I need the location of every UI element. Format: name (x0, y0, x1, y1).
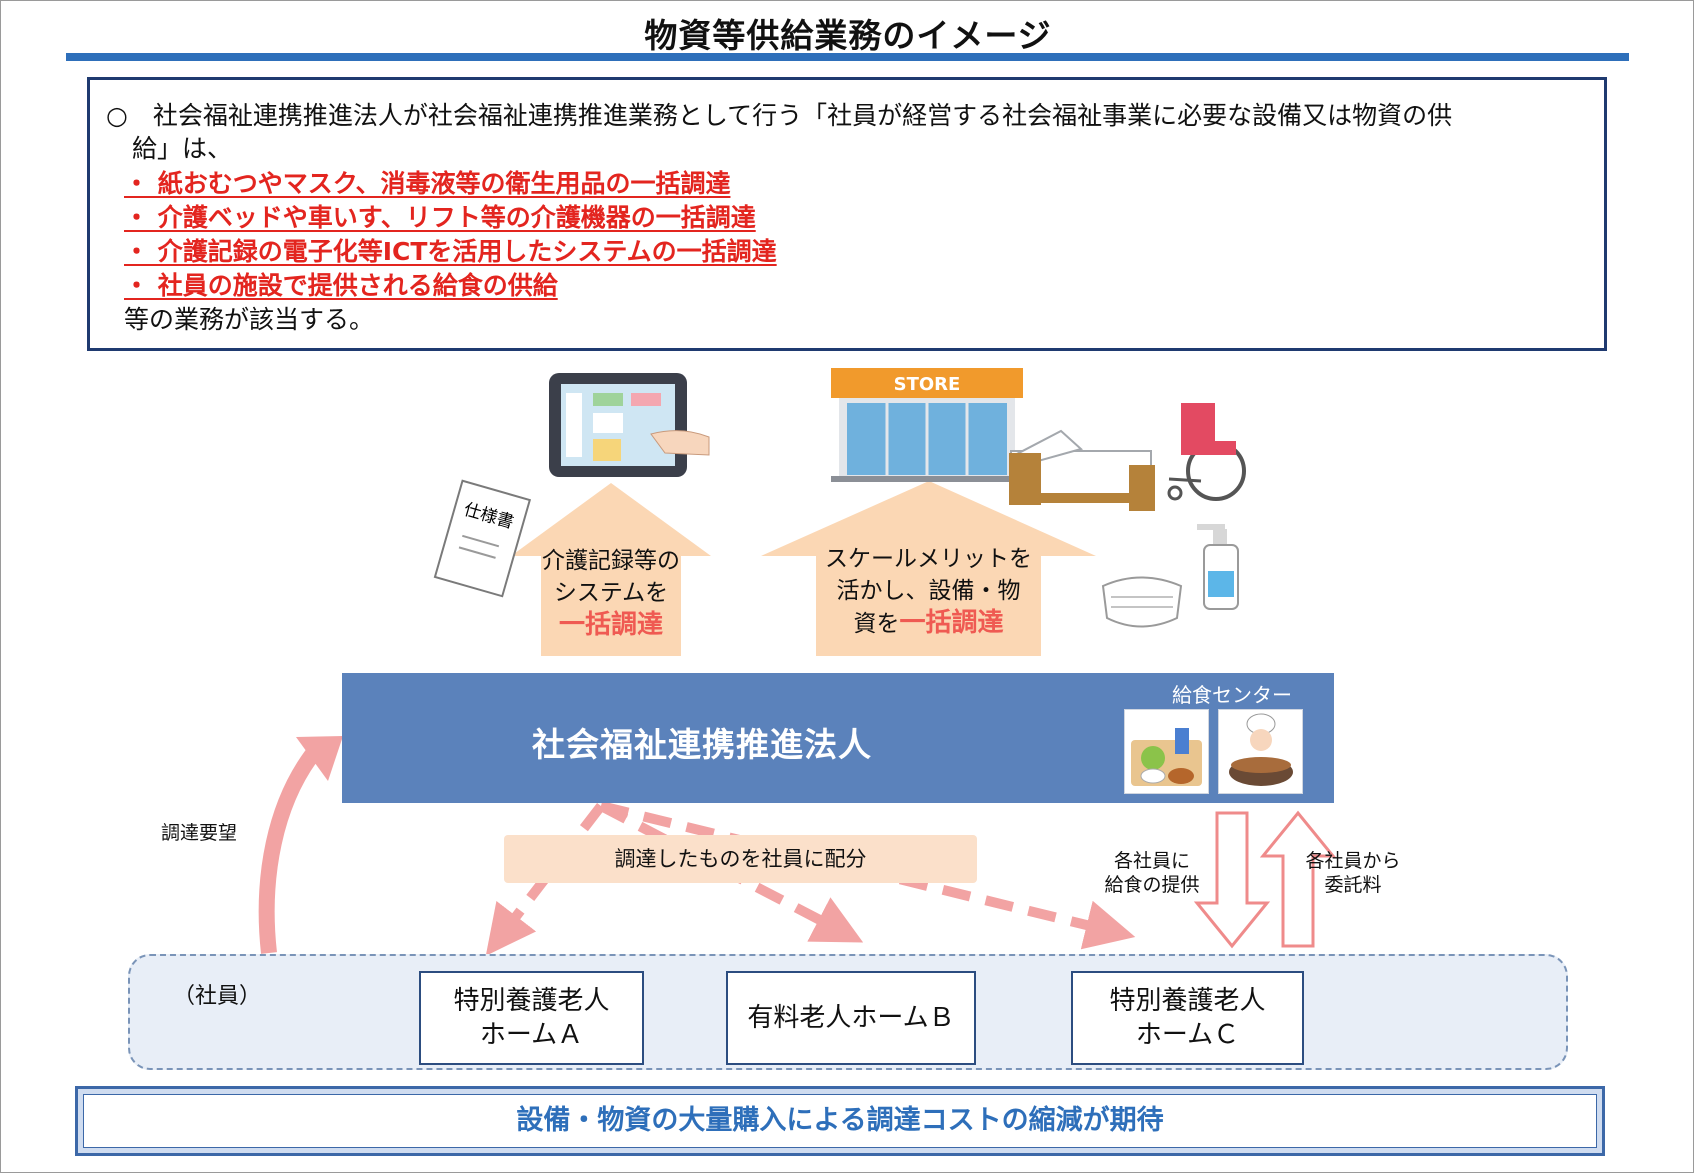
system-label-line1: 介護記録等の (542, 548, 680, 574)
store-sign: STORE (894, 374, 961, 395)
meal-provision-label: 各社員に 給食の提供 (1096, 849, 1208, 897)
home-c-line2: ホームＣ (1135, 1020, 1240, 1050)
goods-label-line3: 資を一括調達 (816, 607, 1041, 640)
home-c-line1: 特別養護老人 (1109, 986, 1266, 1016)
up-arrow-system (511, 483, 711, 656)
fee-arrow (1259, 810, 1337, 948)
fee-label: 各社員から 委託料 (1301, 849, 1405, 897)
tablet-icon (549, 373, 710, 477)
meal-center-label: 給食センター (1172, 683, 1292, 707)
home-b-line1: 有料老人ホームＢ (747, 1003, 955, 1033)
request-arrow (258, 740, 326, 954)
summary-closing: 等の業務が該当する。 (124, 305, 375, 334)
summary-item-hygiene: ・ 紙おむつやマスク、消毒液等の衛生用品の一括調達 (124, 169, 731, 198)
system-label-line2: システムを (553, 580, 669, 606)
mask-icon (1101, 576, 1183, 628)
summary-item-ict-system: ・ 介護記録の電子化等ICTを活用したシステムの一括調達 (124, 237, 777, 266)
goods-label-prefix: 資を (853, 611, 900, 637)
home-b: 有料老人ホームＢ (726, 971, 976, 1065)
meal-provision-line2: 給食の提供 (1104, 874, 1200, 896)
up-arrow-goods (761, 481, 1096, 656)
system-label-highlight: 一括調達 (558, 610, 663, 640)
fee-line2: 委託料 (1324, 874, 1382, 896)
up-arrow-goods-label: スケールメリットを 活かし、設備・物 資を一括調達 (816, 543, 1041, 640)
goods-label-highlight: 一括調達 (899, 608, 1004, 638)
meal-tray-icon (1124, 709, 1209, 794)
spec-document-icon: 仕様書 (433, 479, 532, 598)
wheelchair-icon (1167, 403, 1246, 501)
meal-provision-arrow (1193, 811, 1271, 949)
goods-label-line2: 活かし、設備・物 (836, 578, 1021, 604)
cook-icon (1218, 709, 1303, 794)
fee-line1: 各社員から (1305, 850, 1401, 872)
expectation-banner: 設備・物資の大量購入による調達コストの縮減が期待 (75, 1086, 1605, 1156)
meal-provision-line1: 各社員に (1113, 850, 1190, 872)
home-a-line1: 特別養護老人 (453, 986, 610, 1016)
corporation-name: 社会福祉連携推進法人 (532, 725, 872, 764)
member-group-label: （社員） (173, 984, 262, 1009)
care-bed-icon (1009, 429, 1155, 511)
store-icon: STORE (831, 368, 1023, 482)
summary-item-care-equipment: ・ 介護ベッドや車いす、リフト等の介護機器の一括調達 (124, 203, 756, 232)
summary-intro-line1: ○ 社会福祉連携推進法人が社会福祉連携推進業務として行う「社員が経営する社会福祉… (106, 101, 1453, 130)
up-arrow-system-label: 介護記録等の システムを 一括調達 (541, 545, 681, 641)
home-a-line2: ホームＡ (479, 1020, 584, 1050)
summary-intro-line2: 給」は、 (132, 134, 233, 163)
home-a: 特別養護老人 ホームＡ (419, 971, 644, 1065)
title-rule (66, 53, 1629, 61)
request-label: 調達要望 (161, 822, 238, 844)
summary-item-meal-supply: ・ 社員の施設で提供される給食の供給 (124, 271, 558, 300)
summary-box: ○ 社会福祉連携推進法人が社会福祉連携推進業務として行う「社員が経営する社会福祉… (87, 77, 1607, 351)
corporation-box: 社会福祉連携推進法人 給食センター (342, 673, 1334, 803)
distribution-label: 調達したものを社員に配分 (504, 835, 977, 883)
goods-label-line1: スケールメリットを (825, 546, 1032, 572)
sanitizer-bottle-icon (1197, 524, 1239, 610)
expectation-text: 設備・物資の大量購入による調達コストの縮減が期待 (83, 1094, 1597, 1148)
page-title: 物資等供給業務のイメージ (644, 16, 1052, 55)
home-c: 特別養護老人 ホームＣ (1071, 971, 1304, 1065)
